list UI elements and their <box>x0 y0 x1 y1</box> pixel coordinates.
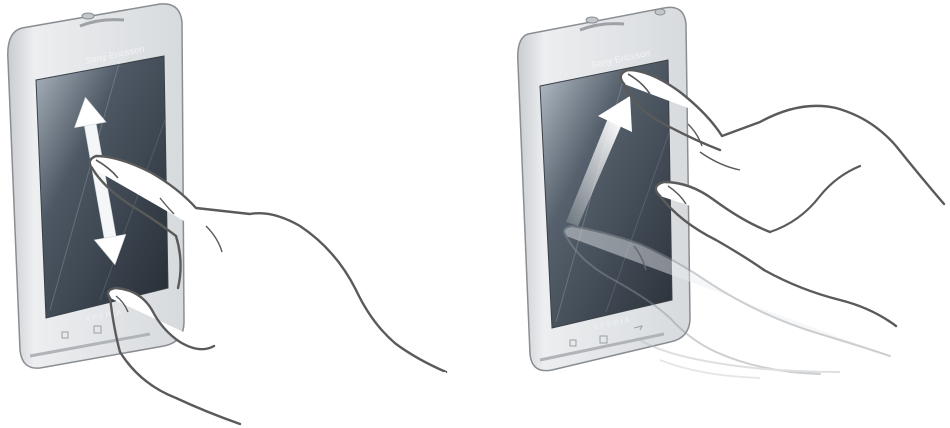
flick-gesture-illustration: Sony Ericsson XPERIA <box>518 7 944 378</box>
scroll-gesture-illustration: Sony Ericsson XPERIA <box>8 4 446 428</box>
